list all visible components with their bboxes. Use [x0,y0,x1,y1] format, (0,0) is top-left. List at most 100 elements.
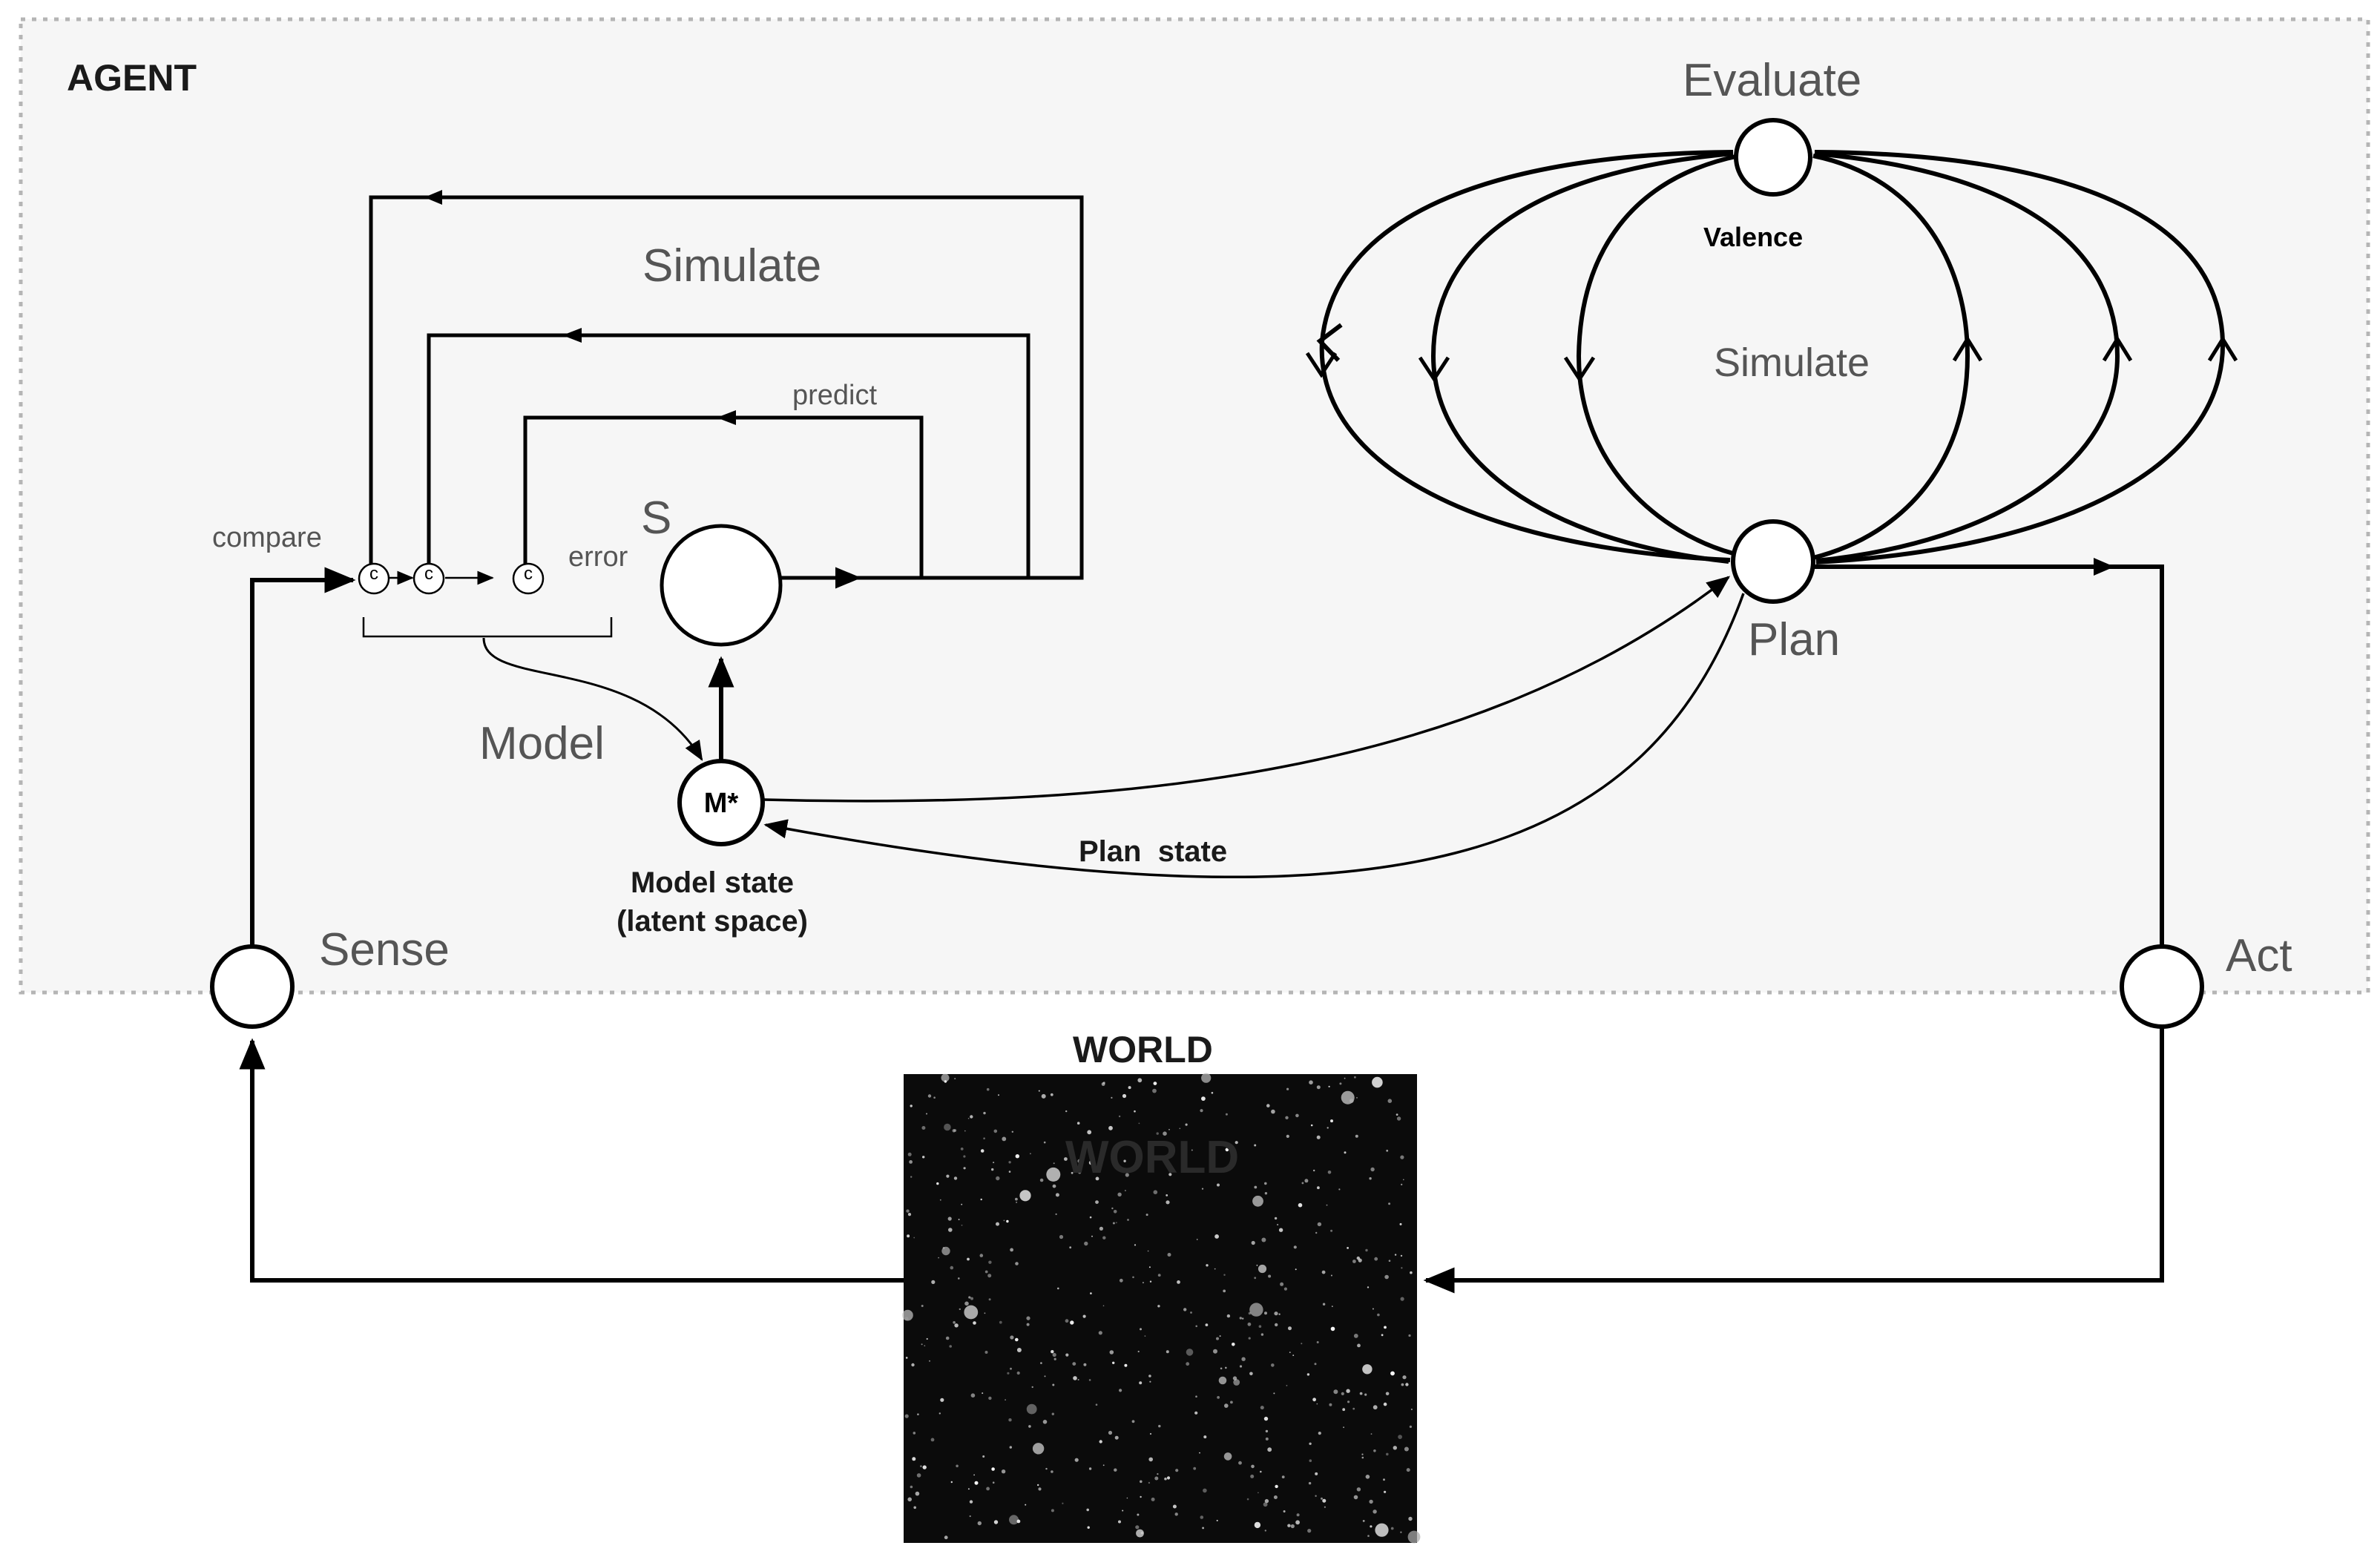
star [993,1129,998,1133]
star [977,1521,982,1526]
star [1316,1135,1321,1139]
star [970,1115,973,1119]
star [988,1396,992,1400]
star [1408,1334,1411,1337]
star [1250,1474,1255,1478]
star [1015,1197,1018,1201]
star [1206,1264,1209,1267]
star [1260,1470,1262,1473]
star [1177,1280,1180,1284]
star [1186,1349,1194,1356]
star [996,1176,1000,1181]
star [1040,1362,1042,1364]
star [1288,1326,1292,1331]
star [1153,1190,1158,1194]
agent-title: AGENT [67,57,197,99]
star [1298,1202,1303,1208]
star [1132,1276,1134,1279]
star [1071,1171,1074,1174]
star [1342,1408,1346,1412]
star [1051,1412,1055,1415]
star [921,1126,926,1130]
star [944,1535,948,1540]
star [1310,1124,1313,1127]
star [954,1078,956,1080]
star [1201,1188,1204,1190]
star [988,1298,991,1301]
star [1114,1468,1117,1472]
star [1026,1316,1030,1320]
star [1254,1185,1258,1189]
star [1364,1393,1367,1396]
star [1151,1497,1155,1501]
star [1201,1073,1212,1083]
star [1137,1078,1143,1083]
star [907,1152,912,1156]
star [1354,1076,1356,1079]
star [1333,1389,1338,1395]
star [1312,1398,1316,1402]
star [1083,1363,1087,1366]
star [1249,1372,1253,1376]
comparator-node-3 [512,562,545,595]
star [1052,1383,1055,1386]
star [1256,1264,1258,1266]
star [1309,1080,1313,1084]
star [1190,1311,1192,1314]
star [969,1515,971,1518]
star [1148,1375,1151,1377]
star [1003,1219,1005,1222]
star [1223,1274,1226,1276]
star [1254,1277,1257,1280]
star [1241,1357,1246,1361]
star [1373,1449,1376,1452]
star [1205,1323,1209,1326]
star [1005,1399,1006,1400]
star [1309,1442,1312,1446]
simulate-right-label: Simulate [1714,340,1870,385]
star [1396,1116,1401,1121]
star [1315,1231,1318,1234]
star [1410,1271,1413,1274]
star [1113,1210,1117,1214]
star [993,1520,999,1524]
star [1233,1379,1240,1386]
star [1175,1469,1179,1472]
star [1330,1229,1333,1232]
comparator-glyph-2: c [424,564,433,584]
star [904,1414,909,1418]
star [1030,1153,1031,1155]
star [1308,1481,1312,1485]
star [920,1465,922,1467]
star [906,1209,910,1213]
star [1273,1392,1275,1395]
star [973,1321,976,1325]
star [1260,1333,1264,1336]
star [984,1312,986,1314]
star [1144,1335,1146,1337]
sense-node [210,944,295,1029]
star [911,1363,915,1367]
star [1008,1418,1012,1422]
star [1353,1334,1358,1338]
star [1115,1222,1117,1224]
star [907,1234,910,1238]
star [996,1222,999,1226]
star [1329,1403,1332,1406]
star [1074,1458,1079,1462]
star [1156,1132,1159,1135]
star [1356,1097,1358,1099]
star [1128,1168,1130,1171]
star [1214,1268,1216,1270]
plan-to-act-line [1809,564,2164,946]
star [1330,1274,1332,1277]
star [1238,1461,1242,1465]
star [956,1464,959,1468]
star [1046,1167,1061,1182]
star [1099,1226,1103,1231]
star [1251,1240,1255,1245]
star [1166,1200,1170,1205]
star [1112,1361,1115,1365]
star [940,1398,944,1402]
star [993,1162,995,1164]
